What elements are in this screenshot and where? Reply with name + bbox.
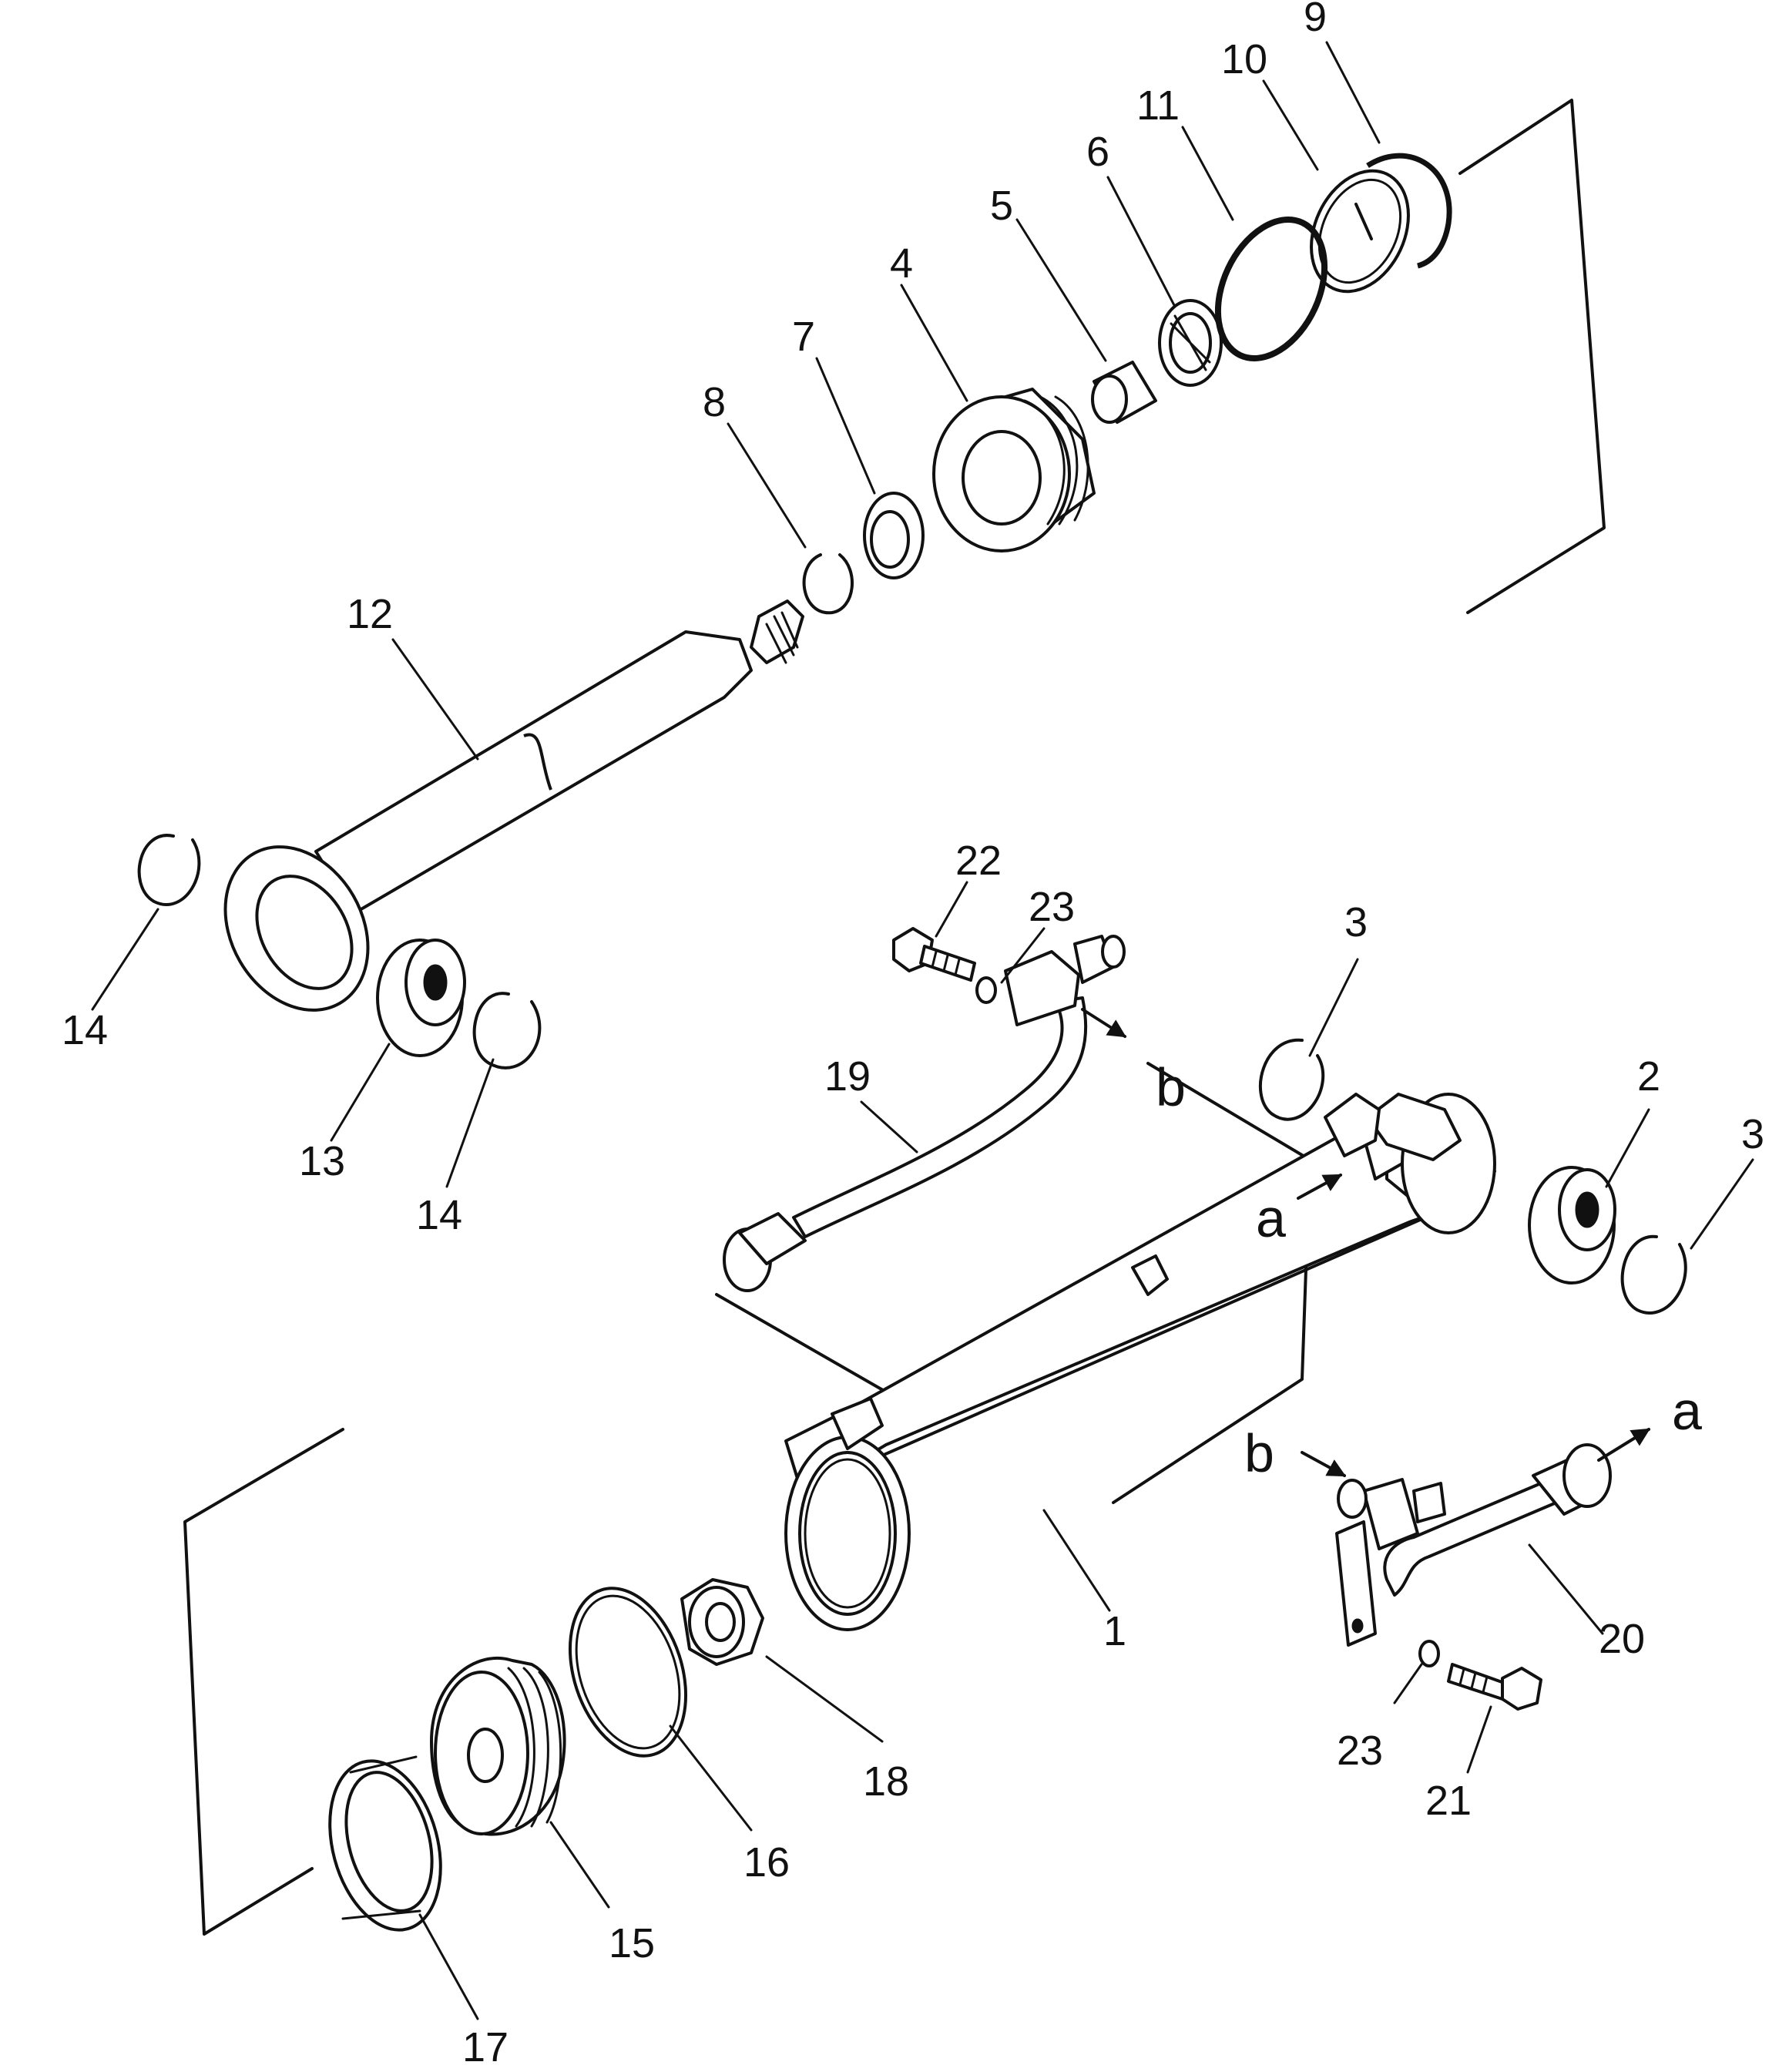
seal-17 <box>328 1755 442 1932</box>
snap-ring-3-upper <box>1258 1038 1325 1121</box>
marker-b-bottom: b <box>1244 1423 1274 1483</box>
connection-arrows <box>1081 1008 1651 1477</box>
piston-rod <box>223 599 804 1012</box>
part-label-3-lower: 3 <box>1741 1111 1764 1157</box>
part-label-18: 18 <box>863 1758 909 1805</box>
part-label-4: 4 <box>890 240 913 287</box>
tube-20 <box>1335 1443 1612 1647</box>
part-label-3-upper: 3 <box>1344 899 1368 945</box>
nut-18 <box>680 1578 764 1666</box>
part-label-13: 13 <box>299 1138 345 1184</box>
snap-ring-14-upper <box>137 834 201 906</box>
snap-ring-3-lower <box>1620 1234 1687 1315</box>
part-label-8: 8 <box>703 379 726 425</box>
bushing-2 <box>1528 1166 1616 1285</box>
part-label-22: 22 <box>955 838 1002 884</box>
part-label-10: 10 <box>1221 36 1267 82</box>
bolt-21 <box>1447 1663 1542 1711</box>
cylinder-tube <box>784 1093 1496 1631</box>
bolt-22 <box>892 927 976 982</box>
part-label-17: 17 <box>462 2024 509 2070</box>
group-bracket-bottom-left <box>183 1428 344 1936</box>
marker-a-bottom: a <box>1672 1381 1702 1441</box>
part-label-19: 19 <box>824 1053 871 1100</box>
marker-a-top: a <box>1256 1188 1286 1248</box>
marker-b-top: b <box>1156 1057 1186 1117</box>
bushing-5 <box>1091 361 1157 424</box>
bushing-13 <box>376 939 466 1057</box>
washer-23-bottom <box>1418 1640 1440 1667</box>
part-label-9: 9 <box>1304 0 1327 40</box>
part-label-16: 16 <box>743 1839 790 1886</box>
ring-16 <box>568 1587 688 1758</box>
part-label-2: 2 <box>1637 1053 1660 1100</box>
cylinder-head-4 <box>932 388 1096 552</box>
part-label-14-upper: 14 <box>62 1007 108 1053</box>
part-label-11: 11 <box>1136 82 1180 129</box>
ring-8 <box>802 553 854 615</box>
part-label-23-bottom: 23 <box>1337 1728 1383 1774</box>
part-label-1: 1 <box>1103 1608 1126 1654</box>
o-ring-11 <box>1214 217 1328 361</box>
hose-19 <box>723 996 1088 1292</box>
backup-ring-10 <box>1310 169 1410 294</box>
part-labels: 1 2 3 3 4 5 6 7 8 9 10 11 12 13 14 14 15… <box>62 0 1764 2070</box>
part-label-23-top: 23 <box>1029 884 1075 930</box>
part-label-14-lower: 14 <box>416 1192 462 1238</box>
part-label-5: 5 <box>990 183 1013 229</box>
part-label-20: 20 <box>1599 1616 1645 1662</box>
piston-15 <box>430 1656 566 1836</box>
hose-fitting-top <box>1004 935 1126 1026</box>
group-bracket-top-right <box>1458 99 1606 614</box>
part-label-12: 12 <box>347 591 393 637</box>
part-label-21: 21 <box>1425 1778 1472 1824</box>
connection-markers: b a a b <box>1156 1057 1702 1483</box>
seal-6 <box>1158 299 1223 387</box>
leader-lines <box>91 41 1754 2020</box>
snap-ring-14-lower <box>472 992 542 1070</box>
snap-ring-9 <box>1366 153 1452 269</box>
washer-23-top <box>975 976 997 1004</box>
part-label-6: 6 <box>1086 129 1109 175</box>
part-label-7: 7 <box>792 314 815 360</box>
bushing-7 <box>863 492 925 579</box>
part-label-15: 15 <box>609 1920 655 1966</box>
